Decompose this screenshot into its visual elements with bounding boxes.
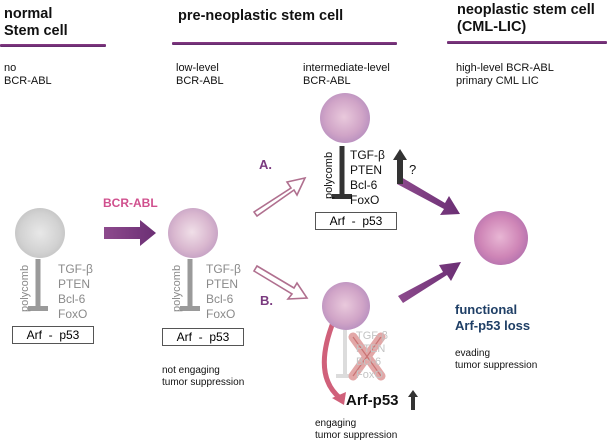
arf-p53-box-normal: Arf - p53	[12, 326, 94, 344]
polycomb-label-intermediate: polycomb	[323, 151, 335, 199]
arrow-bcr-abl	[104, 220, 156, 246]
label-evading-l1: evading	[455, 348, 491, 359]
inhibition-bar-faded	[336, 330, 354, 378]
arrow-path-a	[252, 176, 307, 218]
gene-foxo: FoxO	[356, 369, 383, 381]
header-neoplastic-stem-cell: neoplastic stem cell (CML-LIC)	[457, 2, 595, 36]
cell-intermediate	[320, 93, 370, 143]
header-normal-line2: Stem cell	[4, 23, 68, 39]
gene-pten: PTEN	[58, 277, 91, 291]
gene-list-low: TGF-β PTEN Bcl-6 FoxO	[206, 262, 241, 322]
gene-pten: PTEN	[356, 343, 386, 355]
label-low-bcr: BCR-ABL	[176, 75, 224, 87]
label-intermediate: intermediate-level	[303, 62, 390, 74]
label-high: high-level BCR-ABL	[456, 62, 554, 74]
curved-arrow-arf-p53	[321, 319, 342, 400]
gene-foxo: FoxO	[206, 307, 236, 321]
cell-low-level	[168, 208, 218, 258]
header-rule-neoplastic	[447, 41, 607, 44]
label-low: low-level	[176, 62, 219, 74]
label-arf-p53-loss: Arf-p53 loss	[455, 318, 531, 333]
arf-p53-box-intermediate: Arf - p53	[315, 212, 397, 230]
arrow-to-cml-bottom	[398, 262, 461, 303]
header-pre-neoplastic: pre-neoplastic stem cell	[178, 8, 344, 24]
gene-list-normal: TGF-β PTEN Bcl-6 FoxO	[58, 262, 93, 322]
label-intermediate-level: intermediate-level BCR-ABL	[303, 62, 390, 88]
arf-p53-box-low: Arf - p53	[162, 328, 244, 346]
header-rule-normal	[0, 44, 106, 47]
label-not-engaging-l1: not engaging	[162, 365, 220, 376]
label-primary-cml: primary CML LIC	[456, 75, 539, 87]
arf-p53-up-arrow-icon	[408, 390, 418, 410]
header-neoplastic-line2: (CML-LIC)	[457, 19, 527, 35]
question-mark: ?	[409, 162, 417, 177]
gene-pten: PTEN	[350, 163, 383, 177]
inhibition-bar-low	[180, 259, 200, 311]
gene-list-intermediate: TGF-β PTEN Bcl-6 FoxO	[350, 148, 385, 208]
label-no-bcr-abl: no BCR-ABL	[4, 62, 52, 88]
curved-arrow-head	[332, 392, 346, 405]
label-engaging-l2: tumor suppression	[315, 430, 398, 441]
label-evading: evading tumor suppression	[455, 348, 537, 372]
inhibition-bar-normal	[28, 259, 48, 311]
gene-bcl6: Bcl-6	[356, 356, 382, 368]
inhibition-bar-intermediate	[332, 146, 352, 199]
cell-normal	[15, 208, 65, 258]
header-normal-line1: normal	[4, 6, 53, 22]
gene-list-faded: TGF-β PTEN Bcl-6 FoxO	[356, 330, 388, 382]
label-path-b: B.	[260, 293, 273, 308]
label-functional-arf-p53-loss: functional Arf-p53 loss	[455, 302, 530, 334]
gene-tgf-beta: TGF-β	[206, 262, 241, 276]
label-low-level: low-level BCR-ABL	[176, 62, 224, 88]
arrow-path-b	[252, 264, 309, 300]
gene-foxo: FoxO	[58, 307, 88, 321]
label-bcr-abl-arrow: BCR-ABL	[103, 196, 158, 210]
label-path-a: A.	[259, 157, 272, 172]
up-arrow-icon	[393, 149, 407, 184]
cell-path-b	[322, 282, 370, 330]
gene-tgf-beta: TGF-β	[350, 148, 385, 162]
cross-icon	[348, 332, 386, 381]
gene-tgf-beta: TGF-β	[356, 330, 388, 342]
gene-pten: PTEN	[206, 277, 239, 291]
gene-tgf-beta: TGF-β	[58, 262, 93, 276]
label-no: no	[4, 62, 17, 74]
gene-bcl6: Bcl-6	[206, 292, 234, 306]
label-engaging-l1: engaging	[315, 418, 357, 429]
polycomb-label-normal: polycomb	[19, 264, 31, 312]
header-neoplastic-line1: neoplastic stem cell	[457, 2, 595, 18]
header-normal-stem-cell: normal Stem cell	[4, 6, 68, 40]
label-not-engaging-l2: tumor suppression	[162, 377, 245, 388]
label-not-engaging: not engaging tumor suppression	[162, 365, 244, 389]
gene-bcl6: Bcl-6	[350, 178, 378, 192]
label-evading-l2: tumor suppression	[455, 360, 538, 371]
label-high-level: high-level BCR-ABL primary CML LIC	[456, 62, 554, 88]
label-arf-p53-upregulated: Arf-p53	[346, 392, 399, 409]
label-intermediate-bcr: BCR-ABL	[303, 75, 351, 87]
gene-bcl6: Bcl-6	[58, 292, 86, 306]
gene-foxo: FoxO	[350, 193, 380, 207]
arrow-to-cml-top	[397, 177, 460, 215]
polycomb-label-low: polycomb	[171, 264, 183, 312]
label-no-bcr: BCR-ABL	[4, 75, 52, 87]
cell-cml-lic	[474, 211, 528, 265]
header-rule-pre-neoplastic	[172, 42, 397, 45]
label-functional: functional	[455, 302, 518, 317]
label-engaging: engaging tumor suppression	[315, 418, 397, 442]
